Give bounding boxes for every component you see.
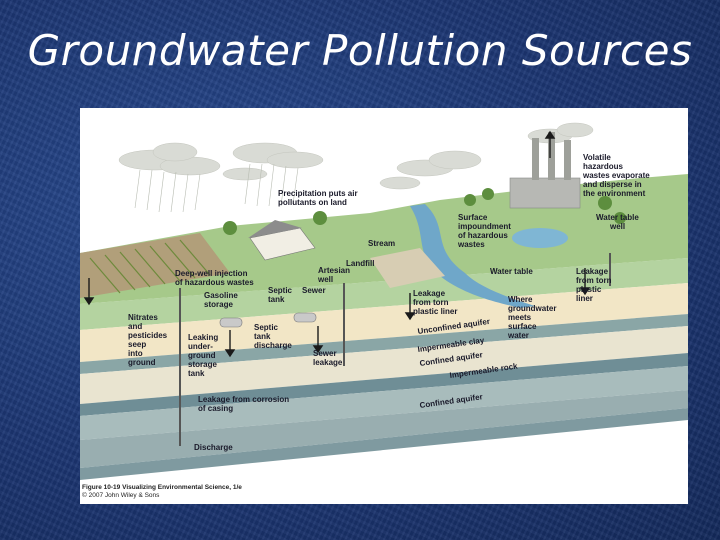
label-gasoline-storage: Gasoline: [204, 291, 238, 300]
label-septic-discharge: Septic: [254, 323, 279, 332]
cloud-icon: [118, 122, 594, 190]
label-deep-well: of hazardous wastes: [175, 278, 254, 287]
label-septic-discharge: tank: [254, 332, 271, 341]
label-septic-tank: Septic: [268, 286, 293, 295]
slide-title: Groundwater Pollution Sources: [27, 26, 693, 75]
label-surface-impoundment: of hazardous: [458, 231, 508, 240]
stream: [410, 204, 535, 308]
label-septic-tank: tank: [268, 295, 285, 304]
label-landfill: Landfill: [346, 259, 374, 268]
label-sewer-leakage: Sewer: [313, 349, 337, 358]
label-where-groundwater: groundwater: [508, 304, 556, 313]
storage-tanks: [219, 312, 317, 328]
label-leakage-corrosion: Leakage from corrosion: [198, 395, 289, 404]
label-surface-impoundment: wastes: [457, 240, 485, 249]
label-stream: Stream: [368, 239, 395, 248]
label-leaking-tank: Leaking: [188, 333, 218, 342]
label-discharge: Discharge: [194, 443, 233, 452]
label-septic-discharge: discharge: [254, 341, 292, 350]
label-leakage-right: Leakage: [576, 267, 609, 276]
label-where-groundwater: water: [507, 331, 529, 340]
factory-icon: [509, 132, 581, 209]
label-leaking-tank: tank: [188, 369, 205, 378]
label-surface-impoundment: impoundment: [458, 222, 511, 231]
landfill: [370, 248, 445, 288]
label-volatile: wastes evaporate: [582, 171, 650, 180]
label-leakage-mid: from torn: [413, 298, 449, 307]
label-leakage-corrosion: of casing: [198, 404, 233, 413]
label-leaking-tank: ground: [188, 351, 216, 360]
label-volatile: and disperse in: [583, 180, 642, 189]
label-sewer: Sewer: [302, 286, 326, 295]
label-nitrates: ground: [128, 358, 156, 367]
house-icon: [248, 220, 316, 261]
flow-arrows: [83, 130, 591, 358]
label-leakage-right: plastic: [576, 285, 602, 294]
label-leaking-tank: under-: [188, 342, 213, 351]
label-deep-well: Deep-well injection: [175, 269, 248, 278]
label-where-groundwater: meets: [508, 313, 532, 322]
label-nitrates: pesticides: [128, 331, 168, 340]
label-sewer-leakage: leakage: [313, 358, 343, 367]
label-leakage-mid: plastic liner: [413, 307, 457, 316]
label-where-groundwater: Where: [508, 295, 533, 304]
tree-icon: [223, 188, 626, 235]
label-nitrates: and: [128, 322, 142, 331]
label-volatile: the environment: [583, 189, 646, 198]
label-nitrates: into: [128, 349, 143, 358]
label-water-table-well: well: [609, 222, 625, 231]
surface-impoundment: [512, 228, 568, 248]
label-surface-impoundment: Surface: [458, 213, 488, 222]
label-leakage-right: liner: [576, 294, 593, 303]
label-artesian-well: well: [317, 275, 333, 284]
label-where-groundwater: surface: [508, 322, 537, 331]
label-leakage-mid: Leakage: [413, 289, 446, 298]
rain-icon: [134, 163, 299, 213]
label-leaking-tank: storage: [188, 360, 217, 369]
label-gasoline-storage: storage: [204, 300, 233, 309]
label-volatile: hazardous: [583, 162, 624, 171]
label-volatile: Volatile: [583, 153, 611, 162]
label-water-table: Water table: [490, 267, 533, 276]
caption-line-2: © 2007 John Wiley & Sons: [82, 492, 160, 499]
crop-field: [89, 239, 211, 294]
figure-caption: Figure 10-19 Visualizing Environmental S…: [82, 484, 242, 500]
wells: [179, 253, 611, 446]
label-nitrates: seep: [128, 340, 146, 349]
label-water-table-well: Water table: [596, 213, 639, 222]
label-precipitation: pollutants on land: [278, 198, 347, 207]
label-leakage-right: from torn: [576, 276, 612, 285]
label-artesian-well: Artesian: [318, 266, 350, 275]
label-nitrates: Nitrates: [128, 313, 158, 322]
label-precipitation: Precipitation puts air: [278, 189, 358, 198]
caption-line-1: Figure 10-19 Visualizing Environmental S…: [82, 484, 242, 491]
